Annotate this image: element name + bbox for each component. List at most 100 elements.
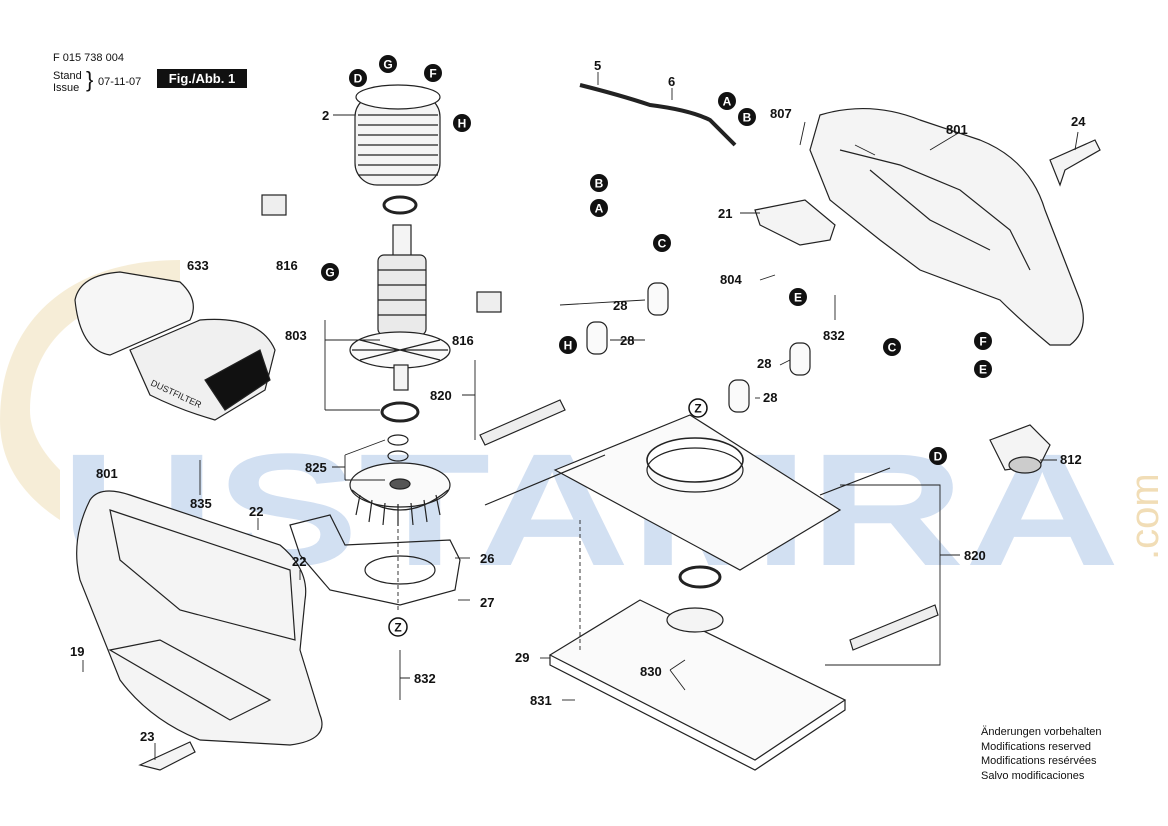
marker-circle: C bbox=[883, 338, 901, 356]
svg-text:A: A bbox=[723, 95, 732, 109]
switch-cover-drawing bbox=[754, 199, 836, 246]
part-label: 22 bbox=[249, 504, 263, 519]
stand-label: Stand bbox=[53, 70, 82, 82]
marker-circle: C bbox=[653, 234, 671, 252]
part-label: 820 bbox=[430, 388, 452, 403]
svg-text:F: F bbox=[979, 335, 986, 349]
part-label: 28 bbox=[763, 390, 777, 405]
svg-text:H: H bbox=[458, 117, 467, 131]
baffle-hole bbox=[364, 555, 436, 585]
bushing-drawing bbox=[647, 282, 669, 316]
part-label: 6 bbox=[668, 74, 675, 89]
power-cable-drawing bbox=[579, 83, 737, 147]
clip-drawing bbox=[138, 741, 196, 771]
marker-circle: E bbox=[974, 360, 992, 378]
marker-circle: A bbox=[718, 92, 736, 110]
marker-circle: A bbox=[590, 199, 608, 217]
marker-circle: F bbox=[974, 332, 992, 350]
marker-circle: F bbox=[424, 64, 442, 82]
part-label: 803 bbox=[285, 328, 307, 343]
housing-right-drawing bbox=[809, 107, 1084, 346]
part-label: 21 bbox=[718, 206, 732, 221]
part-label: 27 bbox=[480, 595, 494, 610]
leader-lines bbox=[82, 72, 1079, 760]
part-label: 804 bbox=[720, 272, 742, 287]
marker-circle: G bbox=[379, 55, 397, 73]
part-label: 801 bbox=[96, 466, 118, 481]
part-label: 29 bbox=[515, 650, 529, 665]
part-label: 23 bbox=[140, 729, 154, 744]
baffle-drawing bbox=[289, 514, 461, 606]
svg-text:E: E bbox=[794, 291, 802, 305]
note-line: Änderungen vorbehalten bbox=[981, 726, 1102, 738]
svg-text:G: G bbox=[325, 266, 334, 280]
svg-text:C: C bbox=[658, 237, 667, 251]
watermark-swoosh bbox=[0, 260, 180, 520]
marker-circle-outline: Z bbox=[388, 617, 408, 637]
part-label: 832 bbox=[823, 328, 845, 343]
svg-text:Z: Z bbox=[694, 402, 701, 416]
part-label: 816 bbox=[452, 333, 474, 348]
part-label: 28 bbox=[613, 298, 627, 313]
part-label: 832 bbox=[414, 671, 436, 686]
bushing-drawing bbox=[789, 342, 811, 376]
capacitor-drawing bbox=[1008, 456, 1042, 474]
note-line: Salvo modificaciones bbox=[981, 769, 1085, 782]
bearing-drawing bbox=[678, 565, 722, 589]
part-label: 19 bbox=[70, 644, 84, 659]
marker-circle: D bbox=[929, 447, 947, 465]
part-label: 28 bbox=[757, 356, 771, 371]
brush-holder-drawing bbox=[476, 291, 502, 313]
issue-label: Issue bbox=[53, 82, 80, 94]
part-label: 831 bbox=[530, 693, 552, 708]
svg-text:E: E bbox=[979, 363, 987, 377]
figure-label: Fig./Abb. 1 bbox=[157, 69, 247, 88]
marker-circle: G bbox=[321, 263, 339, 281]
issue-date: 07-11-07 bbox=[98, 76, 142, 88]
svg-text:G: G bbox=[383, 58, 392, 72]
marker-circle: H bbox=[453, 114, 471, 132]
marker-circle: B bbox=[590, 174, 608, 192]
note-line: Modifications resérvées bbox=[981, 755, 1097, 767]
part-label: 5 bbox=[594, 58, 601, 73]
watermark-com: .com bbox=[1123, 473, 1167, 560]
part-label: 825 bbox=[305, 460, 327, 475]
part-label: 2 bbox=[322, 108, 329, 123]
frame-plate-drawing bbox=[479, 399, 939, 651]
marker-circle: E bbox=[789, 288, 807, 306]
housing-left-drawing bbox=[76, 490, 323, 746]
letter-markers: D G F H G H A B B A C E C F E D Z Z bbox=[321, 55, 992, 637]
part-label: 22 bbox=[292, 554, 306, 569]
part-label: 812 bbox=[1060, 452, 1082, 467]
part-label: 820 bbox=[964, 548, 986, 563]
part-label: 835 bbox=[190, 496, 212, 511]
field-coil-drawing bbox=[354, 84, 441, 186]
part-label: 807 bbox=[770, 106, 792, 121]
part-label: 633 bbox=[187, 258, 209, 273]
part-label: 28 bbox=[620, 333, 634, 348]
brace-icon: } bbox=[86, 67, 94, 92]
part-number-labels: 2 5 6 807 801 24 21 804 832 816 816 633 … bbox=[70, 58, 1086, 744]
svg-text:A: A bbox=[595, 202, 604, 216]
svg-text:H: H bbox=[564, 339, 573, 353]
part-label: 816 bbox=[276, 258, 298, 273]
svg-text:B: B bbox=[595, 177, 604, 191]
base-plate-drawing bbox=[548, 599, 847, 771]
marker-circle-outline: Z bbox=[688, 398, 708, 418]
svg-text:C: C bbox=[888, 341, 897, 355]
bushing-drawing bbox=[728, 379, 750, 413]
part-label: 24 bbox=[1071, 114, 1086, 129]
marker-circle: H bbox=[559, 336, 577, 354]
note-line: Modifications reserved bbox=[981, 740, 1092, 753]
part-label: 801 bbox=[946, 122, 968, 137]
svg-text:D: D bbox=[354, 72, 363, 86]
svg-text:F: F bbox=[429, 67, 436, 81]
part-label: 830 bbox=[640, 664, 662, 679]
marker-circle: B bbox=[738, 108, 756, 126]
part-label: 26 bbox=[480, 551, 494, 566]
modification-notes: Änderungen vorbehalten Modifications res… bbox=[981, 725, 1101, 783]
svg-text:Z: Z bbox=[394, 621, 401, 635]
bushing-drawing bbox=[586, 321, 608, 355]
brush-holder-drawing bbox=[261, 194, 287, 216]
